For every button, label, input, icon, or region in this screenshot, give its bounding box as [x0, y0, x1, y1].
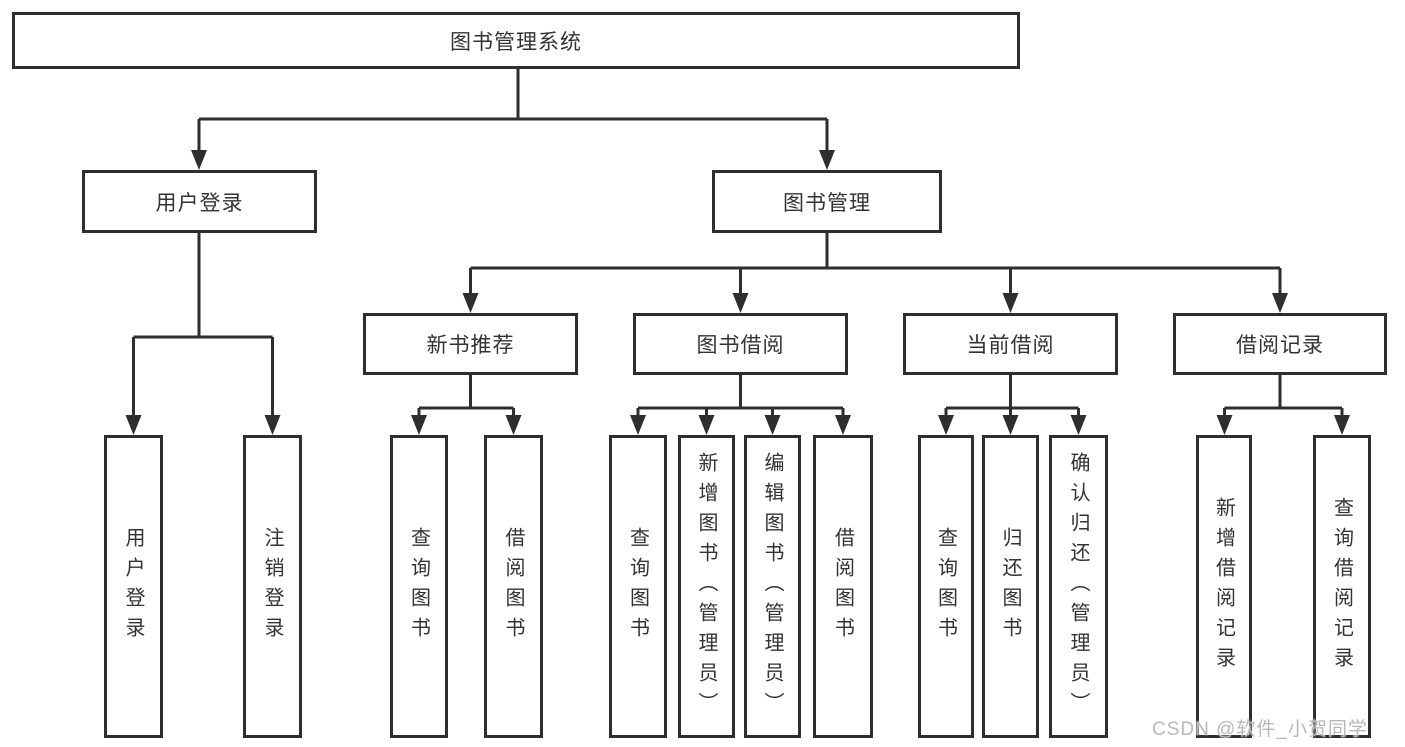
node-new-book-recommend: 新书推荐 [363, 313, 578, 375]
node-book-borrow: 图书借阅 [633, 313, 848, 375]
node-user-login-label: 用户登录 [155, 191, 244, 215]
node-borrow-records-label: 借阅记录 [1236, 334, 1324, 357]
leaf-user-login-label: 用户登录 [122, 526, 144, 647]
leaf-query-books-recommend: 查询图书 [390, 435, 448, 738]
leaf-query-books-current: 查询图书 [918, 435, 974, 738]
node-user-login: 用户登录 [82, 170, 317, 233]
node-new-book-recommend-label: 新书推荐 [426, 334, 515, 357]
leaf-logout: 注销登录 [243, 435, 302, 738]
leaf-confirm-return-admin: 确认归还（管理员） [1049, 435, 1108, 738]
leaf-query-borrow-record-label: 查询借阅记录 [1330, 496, 1353, 677]
node-current-borrow: 当前借阅 [903, 313, 1118, 375]
leaf-borrow-books: 借阅图书 [813, 435, 873, 738]
leaf-query-books-borrow-label: 查询图书 [626, 526, 649, 647]
node-current-borrow-label: 当前借阅 [966, 334, 1055, 357]
leaf-borrow-books-recommend: 借阅图书 [484, 435, 543, 738]
leaf-confirm-return-admin-label: 确认归还（管理员） [1067, 451, 1089, 722]
leaf-borrow-books-recommend-label: 借阅图书 [502, 526, 524, 647]
node-borrow-records: 借阅记录 [1173, 313, 1387, 375]
leaf-query-books-recommend-label: 查询图书 [407, 526, 430, 647]
leaf-query-books-borrow: 查询图书 [609, 435, 667, 738]
csdn-watermark: CSDN @软件_小贺同学 [1152, 719, 1368, 740]
node-root-label: 图书管理系统 [450, 30, 582, 54]
node-book-borrow-label: 图书借阅 [696, 334, 785, 357]
leaf-add-book-admin-label: 新增图书（管理员） [695, 451, 717, 722]
node-root-system: 图书管理系统 [12, 12, 1020, 69]
node-book-management-label: 图书管理 [783, 191, 871, 215]
leaf-user-login: 用户登录 [104, 435, 163, 738]
leaf-edit-book-admin: 编辑图书（管理员） [744, 435, 801, 738]
leaf-add-borrow-record-label: 新增借阅记录 [1212, 496, 1235, 677]
leaf-add-borrow-record: 新增借阅记录 [1196, 435, 1252, 738]
leaf-query-books-current-label: 查询图书 [934, 526, 957, 647]
leaf-borrow-books-label: 借阅图书 [831, 526, 854, 647]
node-book-management: 图书管理 [712, 170, 942, 233]
leaf-edit-book-admin-label: 编辑图书（管理员） [761, 451, 783, 722]
leaf-return-book-label: 归还图书 [999, 526, 1021, 647]
leaf-return-book: 归还图书 [982, 435, 1039, 738]
leaf-logout-label: 注销登录 [261, 526, 283, 647]
leaf-query-borrow-record: 查询借阅记录 [1313, 435, 1371, 738]
leaf-add-book-admin: 新增图书（管理员） [678, 435, 735, 738]
